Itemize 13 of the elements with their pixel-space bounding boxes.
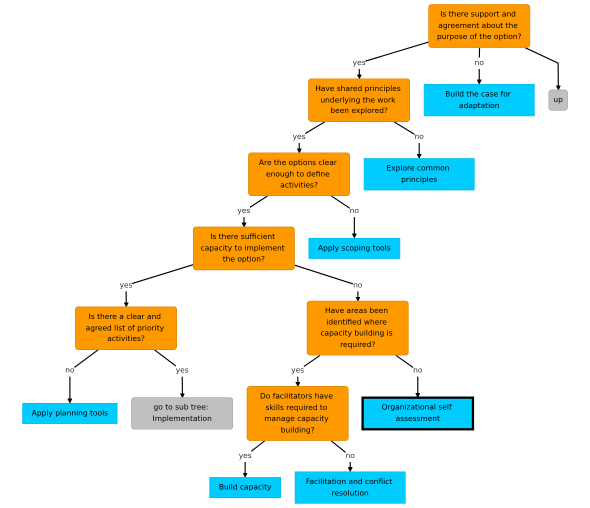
arrow (330, 440, 353, 472)
arrow (67, 349, 98, 404)
arrow (330, 195, 357, 238)
arrow (394, 121, 422, 159)
arrow (242, 195, 268, 228)
arrow (294, 264, 360, 302)
arrow (154, 349, 185, 398)
arrow (124, 264, 194, 308)
arrow (396, 354, 420, 398)
arrow (242, 440, 266, 478)
arrow (524, 47, 561, 90)
arrow (476, 48, 482, 85)
arrow (356, 41, 430, 80)
